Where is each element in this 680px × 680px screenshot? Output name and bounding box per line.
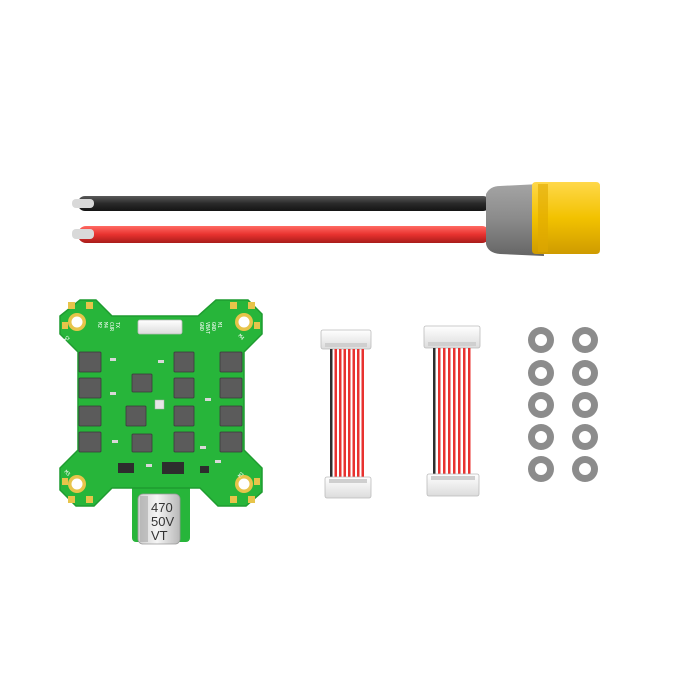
cable-wires <box>433 348 471 476</box>
silk-right-2: VBAT <box>204 322 210 334</box>
washer <box>528 360 554 386</box>
washer <box>528 424 554 450</box>
corner-labels: M2 M4 M3 M1 <box>63 333 246 479</box>
connector-boot <box>486 184 544 256</box>
capacitor-voltage: 50V <box>151 514 174 529</box>
washer <box>572 424 598 450</box>
corner-label-top-left: M2 <box>63 335 72 344</box>
silk-left: M2 M4 CUR TX <box>96 322 120 332</box>
capacitor-series: VT <box>151 528 168 543</box>
capacitor: 470 50V VT <box>137 493 181 545</box>
washer <box>572 327 598 353</box>
silk-right-4: M1 <box>216 322 222 328</box>
black-wire <box>72 196 490 211</box>
mounting-holes <box>68 313 253 493</box>
signal-cable-short <box>320 329 372 499</box>
washer <box>528 392 554 418</box>
silk-left-4: TX <box>114 322 120 328</box>
power-lead <box>72 182 600 256</box>
washer <box>528 456 554 482</box>
esc-board: M2 M4 CUR TX GND VBAT GND M1 M2 M4 M3 M1 <box>59 299 263 545</box>
corner-label-bottom-left: M3 <box>63 469 72 478</box>
xt-connector <box>532 182 600 254</box>
board-plug <box>137 319 183 335</box>
solder-pads <box>62 302 260 503</box>
signal-cable-long <box>423 325 481 497</box>
corner-label-bottom-right: M1 <box>237 471 246 480</box>
corner-label-top-right: M4 <box>237 333 246 342</box>
washer <box>572 360 598 386</box>
mosfets <box>78 351 243 453</box>
washer <box>528 327 554 353</box>
silk-left-2: M4 <box>102 322 108 328</box>
washer <box>572 392 598 418</box>
silk-right-3: GND <box>210 322 216 331</box>
small-components <box>110 358 221 474</box>
red-wire <box>72 226 490 243</box>
xt-connector-ridge <box>538 184 548 252</box>
cable-wires <box>330 349 364 479</box>
silk-left-3: CUR <box>108 322 114 332</box>
washers <box>528 327 598 482</box>
washer <box>572 456 598 482</box>
silk-left-1: M2 <box>96 322 102 328</box>
silk-right-1: GND <box>198 322 204 331</box>
silk-right: GND VBAT GND M1 <box>198 322 222 334</box>
capacitor-value: 470 <box>151 500 173 515</box>
